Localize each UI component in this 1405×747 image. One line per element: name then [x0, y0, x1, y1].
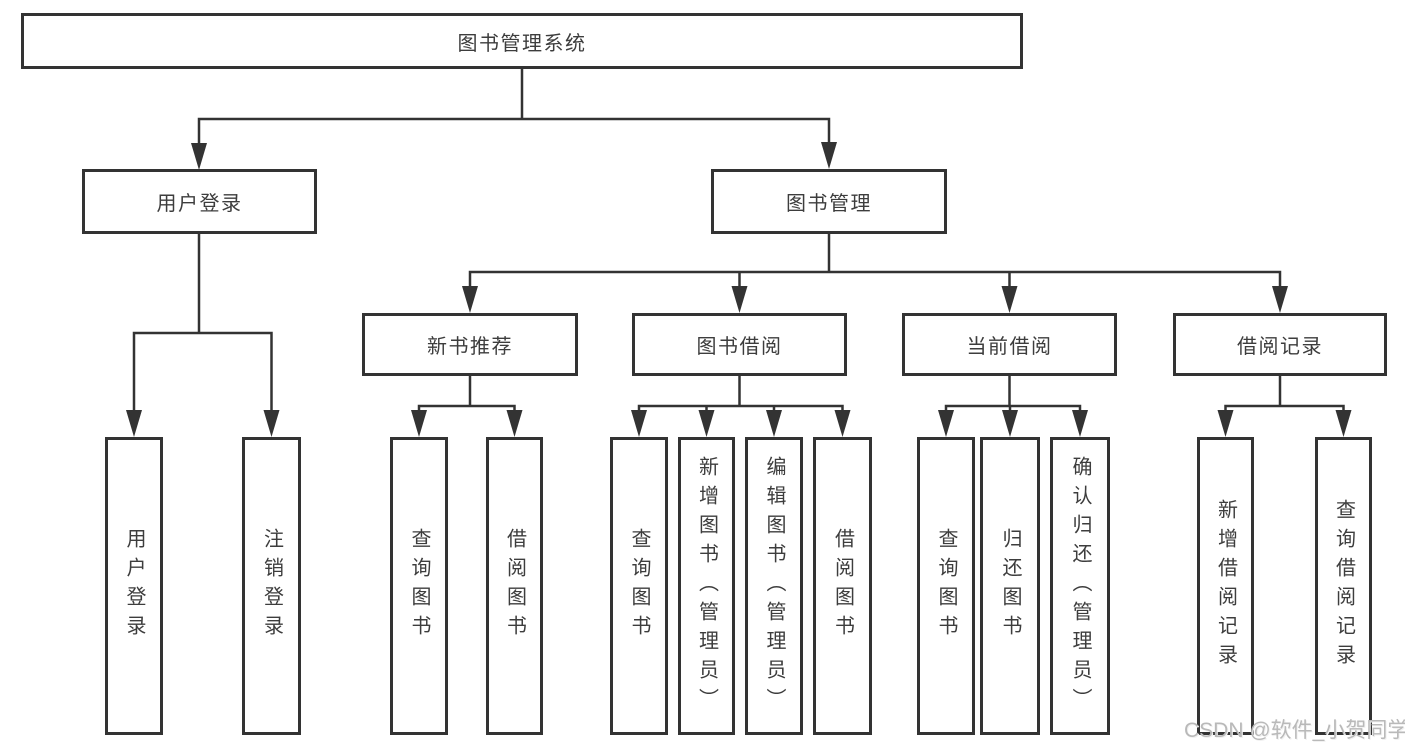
- leaf-borrow-books-recommend-label: 借阅图书: [503, 528, 526, 644]
- leaf-logout-label: 注销登录: [260, 528, 283, 644]
- leaf-add-borrow-record: 新增借阅记录: [1197, 437, 1254, 735]
- leaf-query-borrow-record-label: 查询借阅记录: [1332, 499, 1355, 673]
- leaf-borrow-books-borrow-label: 借阅图书: [831, 528, 854, 644]
- leaf-query-books-recommend: 查询图书: [390, 437, 448, 735]
- leaf-edit-book-admin-label: 编辑图书（管理员）: [763, 455, 785, 717]
- leaf-query-books-current: 查询图书: [917, 437, 975, 735]
- leaf-logout: 注销登录: [242, 437, 301, 735]
- leaf-add-borrow-record-label: 新增借阅记录: [1214, 499, 1237, 673]
- connector-current-to-leaves: [944, 374, 1082, 415]
- connector-newbook-to-leaves: [417, 374, 516, 415]
- leaf-add-book-admin: 新增图书（管理员）: [678, 437, 735, 735]
- leaf-confirm-return-admin: 确认归还（管理员）: [1050, 437, 1110, 735]
- arrowheads: [126, 142, 1352, 437]
- node-borrow-records-label: 借阅记录: [1237, 336, 1323, 358]
- connector-root-to-level2: [197, 66, 831, 148]
- leaf-borrow-books-recommend: 借阅图书: [486, 437, 543, 735]
- leaf-query-borrow-record: 查询借阅记录: [1315, 437, 1372, 735]
- leaf-query-books-borrow: 查询图书: [610, 437, 668, 735]
- leaf-query-books-recommend-label: 查询图书: [408, 528, 430, 644]
- node-new-book-recommend-label: 新书推荐: [427, 336, 513, 358]
- leaf-query-books-current-label: 查询图书: [935, 528, 957, 644]
- node-library-system-label: 图书管理系统: [457, 32, 587, 55]
- leaf-confirm-return-admin-label: 确认归还（管理员）: [1069, 455, 1091, 717]
- node-current-borrow-label: 当前借阅: [966, 336, 1053, 358]
- leaf-edit-book-admin: 编辑图书（管理员）: [745, 437, 803, 735]
- leaf-add-book-admin-label: 新增图书（管理员）: [695, 455, 718, 717]
- node-book-borrow: 图书借阅: [632, 313, 847, 376]
- leaf-user-login-label: 用户登录: [123, 528, 145, 644]
- node-book-management: 图书管理: [711, 169, 947, 234]
- node-book-management-label: 图书管理: [786, 193, 872, 215]
- node-book-borrow-label: 图书借阅: [696, 336, 783, 358]
- leaf-query-books-borrow-label: 查询图书: [628, 528, 650, 644]
- node-borrow-records: 借阅记录: [1173, 313, 1387, 376]
- leaf-return-book-label: 归还图书: [999, 528, 1021, 644]
- csdn-watermark: CSDN @软件_小贺同学: [1184, 719, 1405, 742]
- leaf-return-book: 归还图书: [980, 437, 1040, 735]
- connector-borrow-to-leaves: [637, 374, 844, 415]
- connector-mgmt-to-level3: [468, 232, 1282, 291]
- node-current-borrow: 当前借阅: [902, 313, 1117, 376]
- leaf-borrow-books-borrow: 借阅图书: [813, 437, 872, 735]
- node-library-system: 图书管理系统: [21, 13, 1023, 69]
- node-user-login: 用户登录: [82, 169, 317, 234]
- node-new-book-recommend: 新书推荐: [362, 313, 578, 376]
- leaf-user-login: 用户登录: [105, 437, 163, 735]
- node-user-login-label: 用户登录: [156, 193, 243, 215]
- connector-login-to-leaves: [132, 232, 273, 415]
- connector-records-to-leaves: [1224, 374, 1345, 415]
